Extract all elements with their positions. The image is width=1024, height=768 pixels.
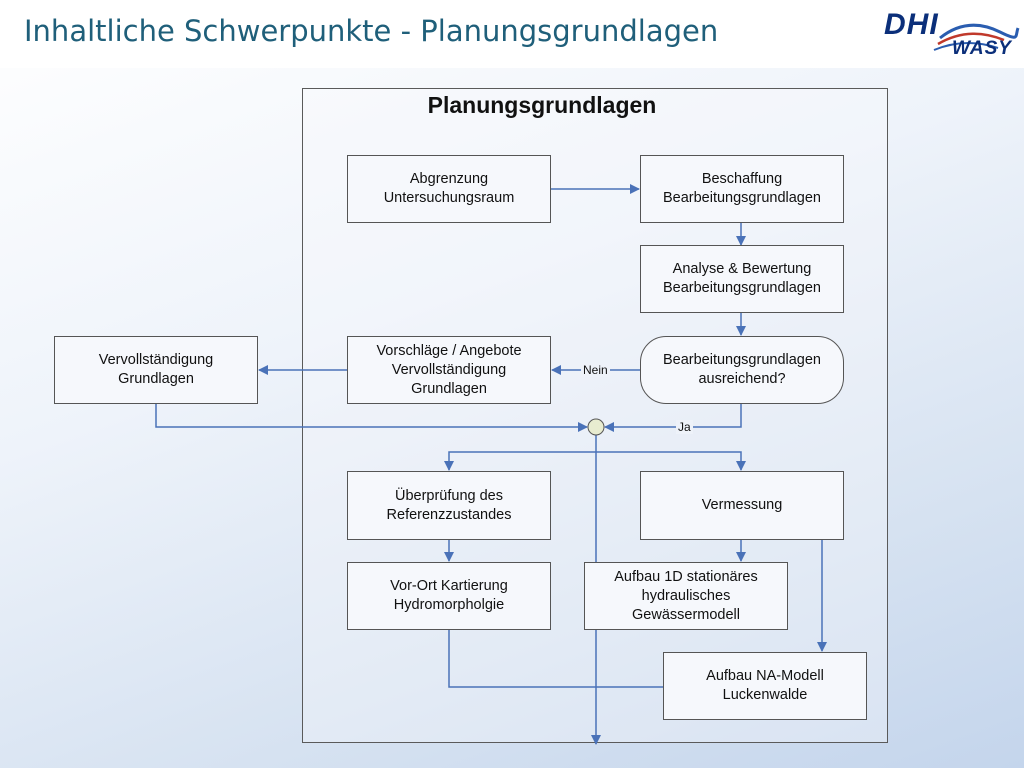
title-bar — [0, 0, 1024, 68]
edge-decision-junction — [604, 404, 742, 432]
junction-node — [587, 418, 605, 436]
edge-junction-vermessung — [596, 451, 746, 471]
node-ueberpruefung: Überprüfung des Referenzzustandes — [347, 471, 551, 540]
node-vervollstaendigung-label: Vervollständigung Grundlagen — [98, 352, 214, 387]
logo-text-dhi: DHI — [884, 8, 939, 41]
edge-kartierung-merge — [448, 630, 663, 688]
edge-vervollstaendigung-junction — [155, 404, 588, 432]
node-vermessung: Vermessung — [640, 471, 844, 540]
edge-label-nein: Nein — [581, 363, 610, 377]
node-decision: Bearbeitungsgrundlagen ausreichend? — [640, 336, 844, 404]
node-vorschlaege-label: Vorschläge / Angebote Vervollständigung … — [376, 342, 522, 397]
diagram-title: Planungsgrundlagen — [427, 92, 657, 118]
logo-wave-icon — [933, 23, 1020, 51]
node-aufbau-1d: Aufbau 1D stationäres hydraulisches Gewä… — [584, 562, 788, 630]
node-aufbau-na: Aufbau NA-Modell Luckenwalde — [663, 652, 867, 720]
node-vorschlaege: Vorschläge / Angebote Vervollständigung … — [347, 336, 551, 404]
logo-text-wasy: WASY — [952, 38, 1012, 59]
node-aufbau-na-label: Aufbau NA-Modell Luckenwalde — [706, 668, 824, 703]
node-abgrenzung-label: Abgrenzung Untersuchungsraum — [383, 171, 515, 206]
slide-title: Inhaltliche Schwerpunkte - Planungsgrund… — [24, 14, 719, 48]
node-kartierung: Vor-Ort Kartierung Hydromorpholgie — [347, 562, 551, 630]
node-vermessung-label: Vermessung — [701, 497, 783, 513]
edge-junction-ueberpruefung — [444, 451, 596, 471]
node-aufbau-1d-label: Aufbau 1D stationäres hydraulisches Gewä… — [614, 568, 758, 623]
edge-label-ja: Ja — [676, 420, 693, 434]
node-kartierung-label: Vor-Ort Kartierung Hydromorpholgie — [390, 578, 508, 613]
node-ueberpruefung-label: Überprüfung des Referenzzustandes — [386, 487, 512, 523]
node-vervollstaendigung: Vervollständigung Grundlagen — [54, 336, 258, 404]
node-abgrenzung: Abgrenzung Untersuchungsraum — [347, 155, 551, 223]
node-analyse: Analyse & Bewertung Bearbeitungsgrundlag… — [640, 245, 844, 313]
node-beschaffung: Beschaffung Bearbeitungsgrundlagen — [640, 155, 844, 223]
node-analyse-label: Analyse & Bewertung Bearbeitungsgrundlag… — [662, 261, 821, 296]
node-decision-label: Bearbeitungsgrundlagen ausreichend? — [662, 352, 821, 387]
node-beschaffung-label: Beschaffung Bearbeitungsgrundlagen — [662, 171, 821, 206]
dhi-wasy-logo: DHI WASY — [880, 8, 1020, 64]
